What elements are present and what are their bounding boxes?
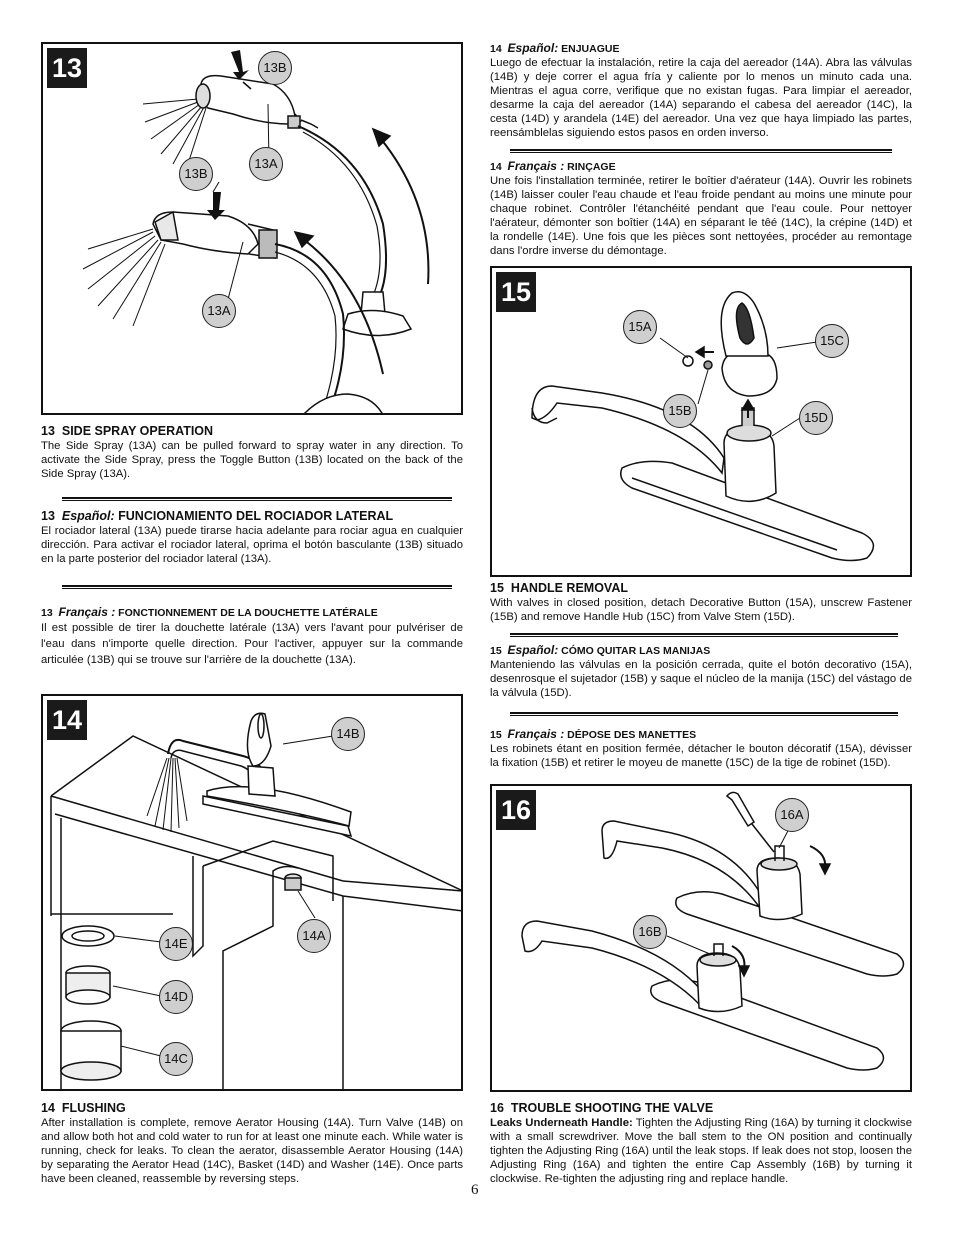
section-body: Une fois l'installation terminée, retire… <box>490 175 912 257</box>
section-number: 15 <box>490 645 502 657</box>
section-title: RINÇAGE <box>567 161 616 173</box>
section-number: 15 <box>490 729 502 741</box>
section-title: TROUBLE SHOOTING THE VALVE <box>510 1101 714 1115</box>
callout-15b: 15B <box>663 394 697 428</box>
section-title: DÉPOSE DES MANETTES <box>567 729 697 741</box>
callout-14a: 14A <box>297 919 331 953</box>
callout-15d: 15D <box>799 401 833 435</box>
section-title: HANDLE REMOVAL <box>510 581 628 595</box>
section-title: CÓMO QUITAR LAS MANIJAS <box>561 645 711 657</box>
callout-14b: 14B <box>331 717 365 751</box>
section-heading-es: 14 Español: ENJUAGUE <box>490 41 912 56</box>
figure-number: 13 <box>47 48 87 88</box>
section-14-es: 14 Español: ENJUAGUE Luego de efectuar l… <box>490 41 912 140</box>
section-heading-fr: 14 Français : RINÇAGE <box>490 159 912 174</box>
section-number: 14 <box>490 43 502 55</box>
section-number: 13 <box>41 607 53 619</box>
language-label: Español: <box>61 509 115 523</box>
figure-number: 14 <box>47 700 87 740</box>
section-15-es: 15 Español: CÓMO QUITAR LAS MANIJAS Mant… <box>490 643 912 700</box>
divider-rule <box>62 585 452 589</box>
callout-14e: 14E <box>159 927 193 961</box>
handle-removal-illustration <box>531 291 875 562</box>
flushing-illustration <box>50 712 461 1089</box>
section-body: Luego de efectuar la instalación, retire… <box>490 57 912 139</box>
page-number: 6 <box>471 1182 479 1198</box>
section-title: FLUSHING <box>61 1101 126 1115</box>
section-13: 13 SIDE SPRAY OPERATION The Side Spray (… <box>41 424 463 481</box>
figure-13: 13 13B 13A 13B 13A <box>41 42 463 415</box>
language-label: Español: <box>507 643 559 657</box>
section-heading: 16 TROUBLE SHOOTING THE VALVE <box>490 1101 912 1116</box>
section-heading-es: 13 Español: FUNCIONAMIENTO DEL ROCIADOR … <box>41 509 463 524</box>
body-text: Tighten the Adjusting Ring (16A) by turn… <box>490 1117 912 1185</box>
section-title: FONCTIONNEMENT DE LA DOUCHETTE LATÉRALE <box>118 607 378 619</box>
section-14: 14 FLUSHING After installation is comple… <box>41 1101 463 1186</box>
section-heading-fr: 15 Français : DÉPOSE DES MANETTES <box>490 727 912 742</box>
section-number: 13 <box>41 509 55 523</box>
callout-13b: 13B <box>179 157 213 191</box>
valve-troubleshooting-illustration <box>521 791 905 1071</box>
section-heading: 13 SIDE SPRAY OPERATION <box>41 424 463 439</box>
lead-label: Leaks Underneath Handle: <box>490 1117 633 1129</box>
section-number: 13 <box>41 424 55 438</box>
section-title: FUNCIONAMIENTO DEL ROCIADOR LATERAL <box>118 509 394 523</box>
section-title: SIDE SPRAY OPERATION <box>61 424 214 438</box>
section-15: 15 HANDLE REMOVAL With valves in closed … <box>490 581 912 624</box>
language-label: Español: <box>507 41 559 55</box>
side-spray-illustration <box>82 50 430 413</box>
section-body: With valves in closed position, detach D… <box>490 597 912 623</box>
section-number: 16 <box>490 1101 504 1115</box>
callout-13a: 13A <box>249 147 283 181</box>
divider-rule <box>510 633 898 637</box>
divider-rule <box>62 497 452 501</box>
callout-14c: 14C <box>159 1042 193 1076</box>
callout-13a: 13A <box>202 294 236 328</box>
callout-15a: 15A <box>623 310 657 344</box>
section-heading: 14 FLUSHING <box>41 1101 463 1116</box>
section-heading-es: 15 Español: CÓMO QUITAR LAS MANIJAS <box>490 643 912 658</box>
section-heading: 15 HANDLE REMOVAL <box>490 581 912 596</box>
section-15-fr: 15 Français : DÉPOSE DES MANETTES Les ro… <box>490 727 912 770</box>
section-body: Les robinets étant en position fermée, d… <box>490 743 912 769</box>
section-13-es: 13 Español: FUNCIONAMIENTO DEL ROCIADOR … <box>41 509 463 566</box>
language-label: Français : <box>58 605 116 619</box>
figure-16: 16 16A 16B <box>490 784 912 1092</box>
callout-14d: 14D <box>159 980 193 1014</box>
divider-rule <box>510 149 892 153</box>
section-body: After installation is complete, remove A… <box>41 1117 463 1185</box>
section-body: Leaks Underneath Handle: Tighten the Adj… <box>490 1116 912 1186</box>
section-16: 16 TROUBLE SHOOTING THE VALVE Leaks Unde… <box>490 1101 912 1186</box>
divider-rule <box>510 712 898 716</box>
figure-number: 15 <box>496 272 536 312</box>
section-body: El rociador lateral (13A) puede tirarse … <box>41 525 463 565</box>
section-body: Il est possible de tirer la douchette la… <box>41 622 463 666</box>
figure-15: 15 15A 15C 15B 15D <box>490 266 912 577</box>
language-label: Français : <box>507 159 565 173</box>
callout-13b: 13B <box>258 51 292 85</box>
section-body: Manteniendo las válvulas en la posición … <box>490 659 912 699</box>
section-number: 15 <box>490 581 504 595</box>
section-number: 14 <box>41 1101 55 1115</box>
section-13-fr: 13 Français : FONCTIONNEMENT DE LA DOUCH… <box>41 605 463 668</box>
section-number: 14 <box>490 161 502 173</box>
section-body: The Side Spray (13A) can be pulled forwa… <box>41 440 463 480</box>
callout-16a: 16A <box>775 798 809 832</box>
callout-15c: 15C <box>815 324 849 358</box>
language-label: Français : <box>507 727 565 741</box>
callout-16b: 16B <box>633 915 667 949</box>
figure-number: 16 <box>496 790 536 830</box>
section-title: ENJUAGUE <box>561 43 620 55</box>
section-heading-fr: 13 Français : FONCTIONNEMENT DE LA DOUCH… <box>41 605 463 620</box>
section-14-fr: 14 Français : RINÇAGE Une fois l'install… <box>490 159 912 258</box>
figure-14: 14 14B 14A 14E 14D 14C <box>41 694 463 1091</box>
